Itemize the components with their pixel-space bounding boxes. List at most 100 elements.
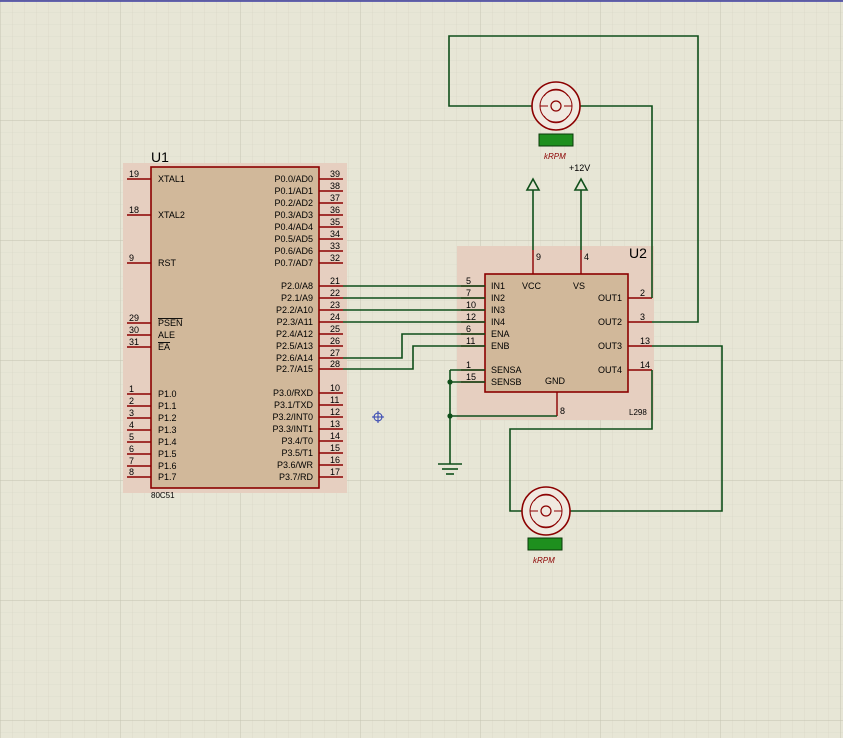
pin-number: 36: [330, 205, 340, 215]
u2-pin-gnd-name: GND: [545, 376, 566, 386]
pin-number: 22: [330, 288, 340, 298]
pin-name: ENA: [491, 329, 510, 339]
pin-name: IN2: [491, 293, 505, 303]
pin-name: P3.3/INT1: [272, 424, 313, 434]
pin-number: 29: [129, 313, 139, 323]
wire-out1-motor1[interactable]: [580, 105, 653, 298]
pin-name: P2.6/A14: [276, 353, 313, 363]
pin-name: P2.7/A15: [276, 364, 313, 374]
pin-name: SENSA: [491, 365, 522, 375]
pin-number: 15: [330, 443, 340, 453]
pin-name: P1.2: [158, 413, 177, 423]
pin-number: 2: [129, 396, 134, 406]
pin-number: 10: [330, 383, 340, 393]
u2-pin-vcc-number: 9: [536, 252, 541, 262]
pin-name: P0.5/AD5: [274, 234, 313, 244]
pin-name: P1.7: [158, 472, 177, 482]
power-arrow-vs[interactable]: [573, 177, 589, 191]
pin-name: XTAL2: [158, 210, 185, 220]
pin-name: P2.0/A8: [281, 281, 313, 291]
pin-name: P1.1: [158, 401, 177, 411]
pin-number: 33: [330, 241, 340, 251]
pin-name: P3.7/RD: [279, 472, 314, 482]
ground-symbol[interactable]: [438, 463, 462, 475]
pin-number: 27: [330, 348, 340, 358]
pin-name: P0.4/AD4: [274, 222, 313, 232]
pin-number: 39: [330, 169, 340, 179]
pin-number: 5: [129, 432, 134, 442]
pin-number: 24: [330, 312, 340, 322]
wire-p26-ena[interactable]: [343, 333, 485, 359]
pin-name: P1.4: [158, 437, 177, 447]
pin-name: ENB: [491, 341, 510, 351]
pin-name: P0.2/AD2: [274, 198, 313, 208]
pin-name: P2.2/A10: [276, 305, 313, 315]
pin-name: P3.6/WR: [277, 460, 314, 470]
pin-name: P2.4/A12: [276, 329, 313, 339]
u1-body: [150, 166, 320, 489]
u1-right-pins: 39P0.0/AD038P0.1/AD137P0.2/AD236P0.3/AD3…: [272, 169, 343, 482]
pin-name: P3.1/TXD: [274, 400, 314, 410]
pin-number: 18: [129, 205, 139, 215]
pin-name: P1.3: [158, 425, 177, 435]
u2-part-label: L298: [629, 408, 647, 417]
pin-number: 1: [466, 360, 471, 370]
motor-2-unit: kRPM: [533, 556, 555, 565]
pin-number: 15: [466, 372, 476, 382]
wire-out3-motor2[interactable]: [570, 345, 723, 512]
pin-number: 38: [330, 181, 340, 191]
pin-number: 31: [129, 337, 139, 347]
pin-number: 25: [330, 324, 340, 334]
pin-name: OUT4: [598, 365, 622, 375]
pin-name: OUT2: [598, 317, 622, 327]
pin-number: 4: [129, 420, 134, 430]
u2-pin-vs: 4 VS: [573, 250, 589, 291]
pin-number: 7: [466, 288, 471, 298]
pin-number: 3: [129, 408, 134, 418]
pin-name: EA: [158, 342, 170, 352]
pin-number: 26: [330, 336, 340, 346]
wire-out4-motor2[interactable]: [509, 370, 653, 512]
wire-out2-motor1[interactable]: [448, 35, 699, 323]
pin-number: 10: [466, 300, 476, 310]
motor-2[interactable]: kRPM: [521, 486, 571, 565]
pin-name: PSEN: [158, 318, 183, 328]
pin-number: 32: [330, 253, 340, 263]
pin-number: 3: [640, 312, 645, 322]
pin-number: 35: [330, 217, 340, 227]
pin-number: 13: [330, 419, 340, 429]
u1-part-label: 80C51: [151, 491, 175, 500]
u2-pin-gnd-number: 8: [560, 406, 565, 416]
power-arrow-vcc[interactable]: [525, 177, 541, 191]
pin-name: P0.1/AD1: [274, 186, 313, 196]
u2-body: [484, 273, 629, 393]
wire-p27-enb[interactable]: [343, 345, 485, 370]
pin-number: 12: [466, 312, 476, 322]
pin-number: 19: [129, 169, 139, 179]
motor-1[interactable]: kRPM: [531, 81, 581, 161]
